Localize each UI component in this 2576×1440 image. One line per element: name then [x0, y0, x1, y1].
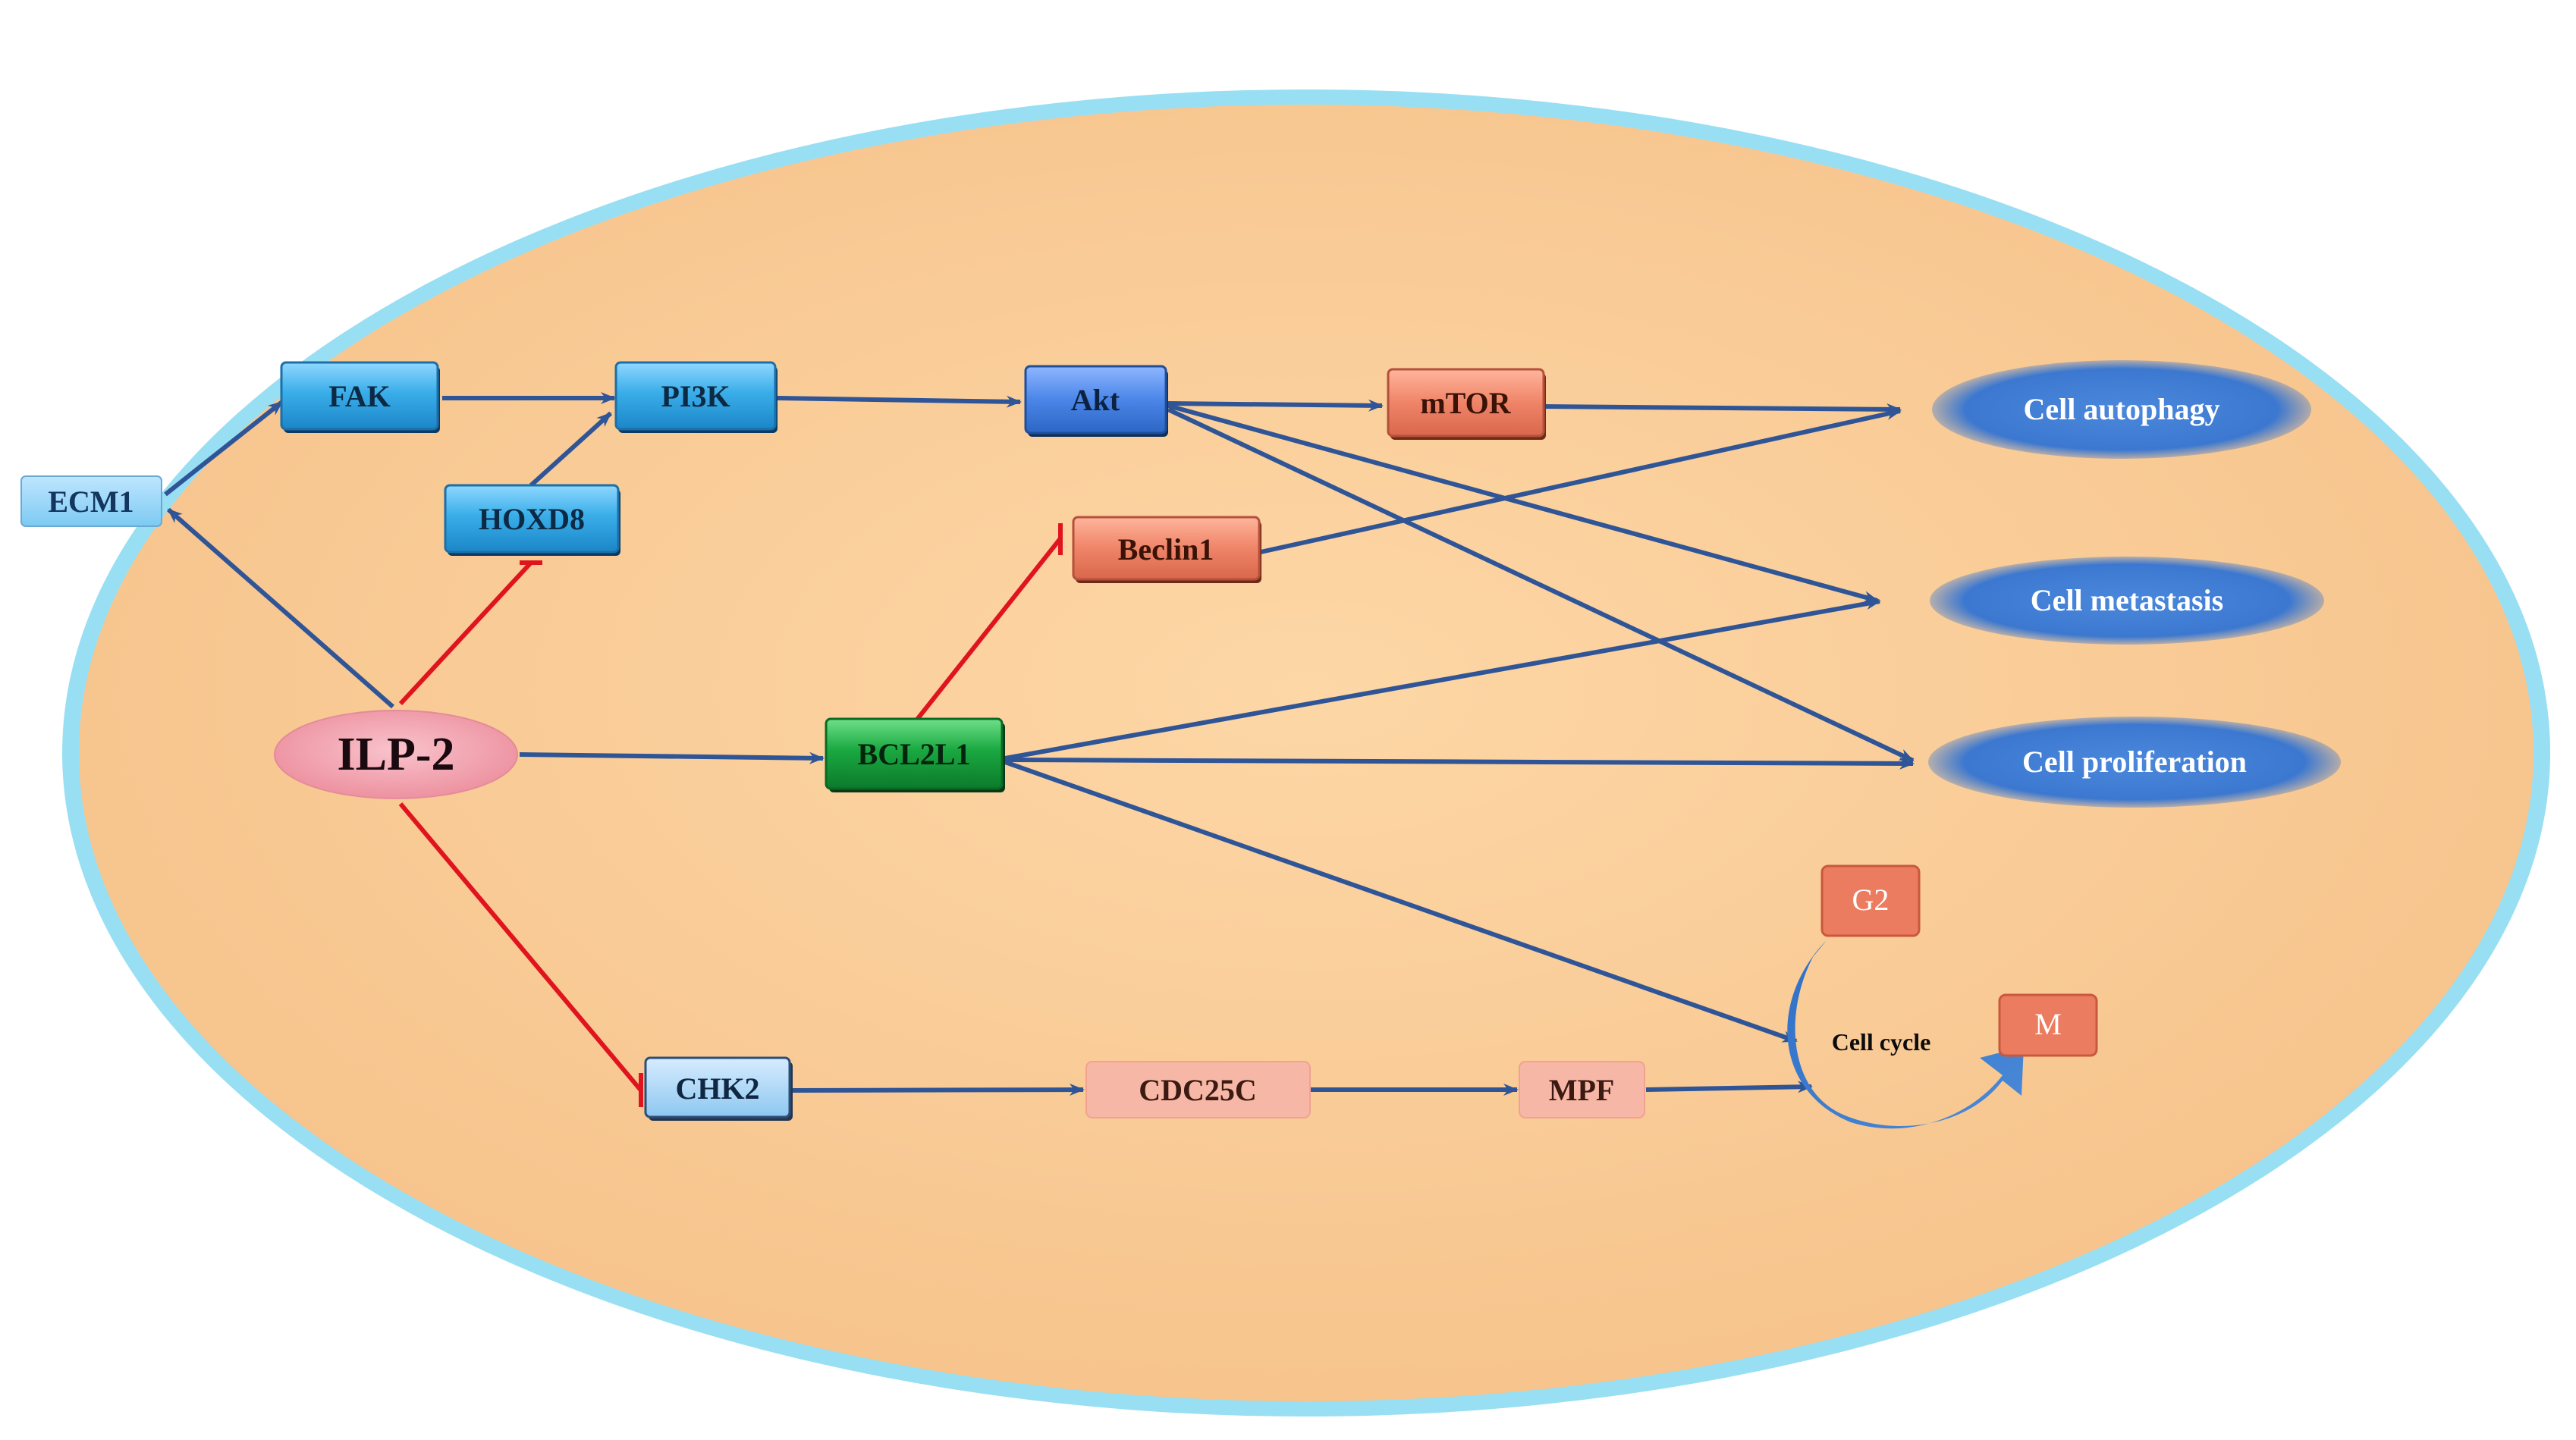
- node-hoxd8-label: HOXD8: [479, 502, 585, 536]
- arrow-beclin1-autophagy: [1260, 408, 1902, 554]
- inhibition-arrows: [398, 523, 1063, 1107]
- node-cdc25c[interactable]: CDC25C: [1085, 1061, 1311, 1118]
- outcome-metastasis-label: Cell metastasis: [2031, 583, 2223, 617]
- arrow-ecm1-fak: [164, 400, 284, 497]
- node-mtor[interactable]: mTOR: [1387, 368, 1546, 440]
- node-bcl2l1-label: BCL2L1: [858, 737, 971, 771]
- arrow-bcl2l1-metastasis: [1004, 598, 1881, 761]
- node-chk2-label: CHK2: [675, 1071, 759, 1106]
- node-ilp2-label: ILP-2: [338, 729, 455, 780]
- arrow-akt-mtor: [1167, 399, 1384, 412]
- node-pi3k[interactable]: PI3K: [614, 361, 778, 433]
- arrow-bcl2l1-cell-cycle: [1004, 760, 1798, 1043]
- cell-cycle-label: Cell cycle: [1832, 1028, 1931, 1056]
- activation-arrows: [164, 392, 1915, 1096]
- node-beclin1[interactable]: Beclin1: [1072, 516, 1261, 583]
- outcome-autophagy-label: Cell autophagy: [2024, 392, 2220, 426]
- cell-cycle-arrow: [1787, 940, 2024, 1129]
- outcome-autophagy[interactable]: Cell autophagy: [1932, 360, 2311, 459]
- outcome-proliferation[interactable]: Cell proliferation: [1928, 717, 2341, 808]
- node-beclin1-label: Beclin1: [1118, 532, 1214, 566]
- node-ecm1-label: ECM1: [48, 485, 134, 519]
- node-g2-label: G2: [1852, 883, 1890, 917]
- arrow-akt-metastasis: [1167, 403, 1879, 603]
- node-m[interactable]: M: [1998, 993, 2098, 1057]
- outcome-metastasis[interactable]: Cell metastasis: [1930, 557, 2324, 645]
- node-mtor-label: mTOR: [1420, 386, 1511, 420]
- node-fak-label: FAK: [328, 379, 390, 413]
- outcome-proliferation-label: Cell proliferation: [2022, 745, 2247, 779]
- node-m-label: M: [2034, 1007, 2062, 1041]
- node-fak[interactable]: FAK: [280, 361, 440, 433]
- arrow-mtor-autophagy: [1541, 403, 1902, 416]
- arrow-ilp2-ecm1: [167, 507, 394, 709]
- arrow-ilp2-bcl2l1: [519, 751, 825, 764]
- inhibit-ilp2-chk2: [398, 802, 643, 1092]
- arrow-bcl2l1-proliferation: [1004, 757, 1915, 770]
- node-akt[interactable]: Akt: [1024, 365, 1168, 437]
- node-mpf[interactable]: MPF: [1519, 1061, 1645, 1118]
- node-akt-label: Akt: [1071, 383, 1120, 417]
- inhibit-ilp2-hoxd8: [398, 560, 533, 706]
- arrow-mpf-cell-cycle: [1645, 1081, 1813, 1093]
- node-cdc25c-label: CDC25C: [1139, 1073, 1257, 1107]
- arrow-hoxd8-pi3k: [529, 411, 613, 488]
- inhibit-bcl2l1-beclin1: [914, 537, 1063, 722]
- node-hoxd8[interactable]: HOXD8: [444, 484, 620, 556]
- node-g2[interactable]: G2: [1820, 864, 1921, 937]
- arrow-akt-proliferation: [1167, 407, 1915, 763]
- node-ilp2[interactable]: ILP-2: [274, 710, 518, 799]
- node-chk2[interactable]: CHK2: [644, 1056, 793, 1121]
- node-mpf-label: MPF: [1549, 1073, 1615, 1107]
- node-bcl2l1[interactable]: BCL2L1: [825, 717, 1005, 792]
- node-pi3k-label: PI3K: [661, 379, 730, 413]
- arrow-pi3k-akt: [777, 395, 1022, 408]
- node-ecm1[interactable]: ECM1: [20, 475, 162, 527]
